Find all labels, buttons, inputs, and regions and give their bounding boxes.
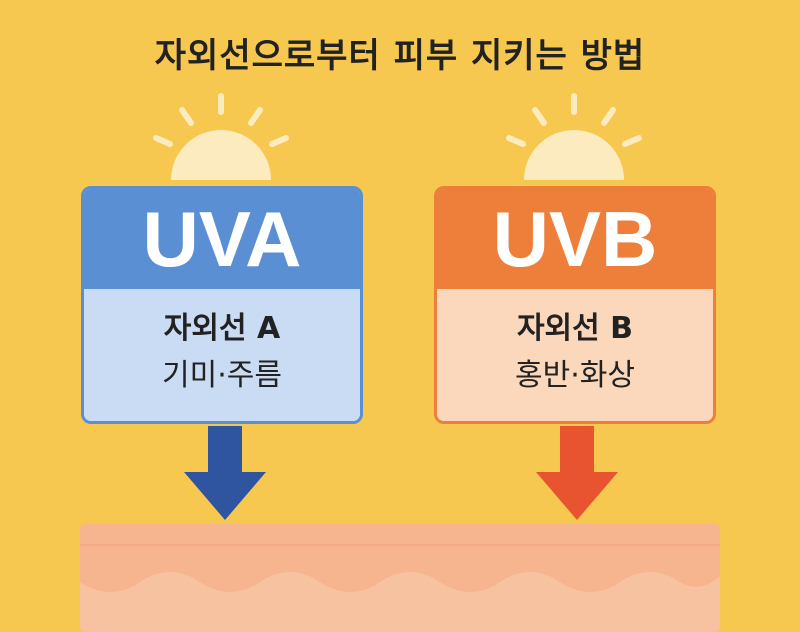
uva-body: 자외선 A 기미·주름 [84, 289, 360, 424]
uva-subtitle: 자외선 A [84, 309, 360, 349]
uvb-subtitle: 자외선 B [437, 309, 713, 349]
sun-icon [499, 88, 649, 184]
uvb-effect: 홍반·화상 [437, 353, 713, 399]
down-arrow-icon [534, 426, 620, 522]
uva-card: UVA 자외선 A 기미·주름 [81, 186, 363, 424]
uva-label: UVA [84, 189, 360, 289]
page-title: 자외선으로부터 피부 지키는 방법 [60, 28, 740, 77]
uva-effect: 기미·주름 [84, 353, 360, 399]
down-arrow-icon [182, 426, 268, 522]
sun-icon [146, 88, 296, 184]
uvb-card: UVB 자외선 B 홍반·화상 [434, 186, 716, 424]
skin-layer [80, 524, 720, 632]
uvb-body: 자외선 B 홍반·화상 [437, 289, 713, 424]
uvb-label: UVB [437, 189, 713, 289]
